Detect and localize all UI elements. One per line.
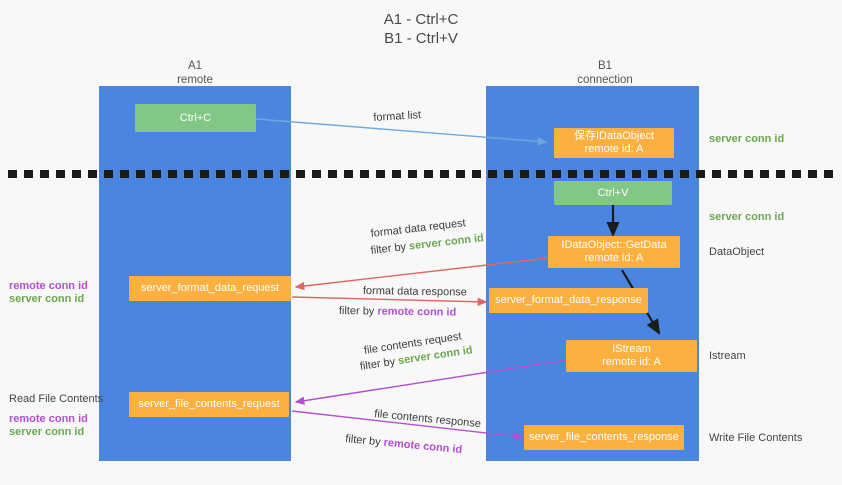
node-idataobject-getdata-label: IDataObject::GetData bbox=[561, 239, 667, 251]
column-header-b1-sub: connection bbox=[577, 74, 633, 86]
node-ctrl-v-label: Ctrl+V bbox=[597, 186, 629, 199]
node-istream[interactable]: IStream remote id: A bbox=[566, 340, 697, 372]
node-server-format-data-request-label: server_format_data_request bbox=[140, 282, 280, 294]
edge-label-format-data-response-filter-prefix: filter by bbox=[338, 304, 378, 318]
node-idataobject-getdata-id: remote id: A bbox=[584, 252, 644, 264]
node-idataobject-getdata[interactable]: IDataObject::GetData remote id: A bbox=[548, 236, 680, 268]
label-server-conn-id-1: server conn id bbox=[9, 293, 85, 305]
node-ctrl-c-label: Ctrl+C bbox=[179, 111, 212, 124]
edge-label-file-contents-response-filter: filter by remote conn id bbox=[345, 432, 463, 458]
edge-label-format-list: format list bbox=[373, 109, 422, 124]
column-header-b1: B1 connection bbox=[525, 59, 685, 87]
title-line-1: A1 - Ctrl+C bbox=[383, 11, 459, 28]
node-server-file-contents-response[interactable]: server_file_contents_response bbox=[524, 425, 684, 450]
edge-label-format-data-response: format data response bbox=[362, 284, 467, 299]
node-server-format-data-response[interactable]: server_format_data_response bbox=[489, 288, 648, 313]
node-server-format-data-request[interactable]: server_format_data_request bbox=[129, 276, 291, 301]
label-istream: Istream bbox=[709, 350, 746, 362]
edge-label-file-contents-response-filter-prefix: filter by bbox=[344, 432, 385, 449]
node-save-idataobject[interactable]: 保存IDataObject remote id: A bbox=[554, 128, 674, 158]
node-ctrl-c[interactable]: Ctrl+C bbox=[135, 104, 256, 132]
phase-separator-dashed-line bbox=[8, 170, 834, 178]
edge-label-format-data-response-filter-value: remote conn id bbox=[377, 305, 457, 319]
node-save-idataobject-label: 保存IDataObject bbox=[573, 130, 655, 142]
node-server-file-contents-request-label: server_file_contents_request bbox=[138, 398, 280, 410]
edge-label-format-data-response-filter: filter by remote conn id bbox=[339, 304, 457, 321]
diagram-title: A1 - Ctrl+C B1 - Ctrl+V bbox=[0, 10, 842, 48]
column-header-a1-sub: remote bbox=[177, 74, 213, 86]
label-server-conn-id-mid: server conn id bbox=[709, 211, 785, 223]
edge-label-file-contents-response-filter-value: remote conn id bbox=[383, 436, 463, 457]
node-server-file-contents-request[interactable]: server_file_contents_request bbox=[129, 392, 289, 417]
node-server-file-contents-response-label: server_file_contents_response bbox=[529, 431, 679, 443]
label-write-file-contents: Write File Contents bbox=[709, 432, 803, 444]
label-server-conn-id-2: server conn id bbox=[9, 426, 85, 438]
column-header-b1-name: B1 bbox=[597, 60, 613, 72]
title-line-2: B1 - Ctrl+V bbox=[384, 30, 458, 47]
node-istream-id: remote id: A bbox=[602, 356, 661, 368]
column-header-a1: A1 remote bbox=[115, 59, 275, 87]
label-remote-conn-id-2: remote conn id bbox=[9, 413, 88, 425]
label-read-file-contents: Read File Contents bbox=[9, 393, 104, 405]
column-header-a1-name: A1 bbox=[187, 60, 203, 72]
node-server-format-data-response-label: server_format_data_response bbox=[495, 294, 642, 306]
label-server-conn-id-top: server conn id bbox=[709, 133, 785, 145]
label-remote-conn-id-1: remote conn id bbox=[9, 280, 88, 292]
node-ctrl-v[interactable]: Ctrl+V bbox=[554, 181, 672, 205]
label-dataobject: DataObject bbox=[709, 246, 765, 258]
edge-label-format-data-request-filter-prefix: filter by bbox=[370, 240, 410, 257]
node-istream-label: IStream bbox=[612, 343, 651, 355]
edge-label-file-contents-response: file contents response bbox=[373, 407, 482, 431]
node-save-idataobject-id: remote id: A bbox=[584, 143, 644, 155]
